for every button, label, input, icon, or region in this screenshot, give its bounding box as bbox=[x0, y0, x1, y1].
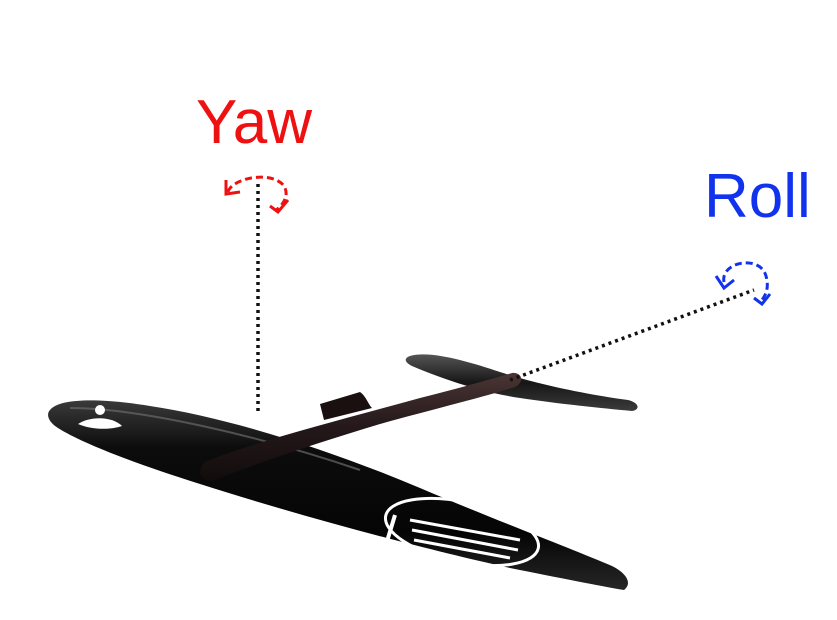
yaw-label: Yaw bbox=[196, 88, 313, 157]
yaw-rotation-arrow-icon bbox=[224, 175, 290, 215]
fuselage bbox=[200, 372, 522, 481]
roll-axis-line bbox=[509, 288, 755, 382]
stabilizer-wing bbox=[405, 354, 638, 411]
roll-rotation-arrow-icon bbox=[714, 261, 772, 307]
mast-stub bbox=[320, 392, 372, 420]
roll-label: Roll bbox=[704, 162, 811, 231]
brand-logo-icon bbox=[383, 496, 541, 568]
hydrofoil-icon bbox=[48, 354, 638, 590]
rider-logo-icon bbox=[78, 405, 122, 429]
